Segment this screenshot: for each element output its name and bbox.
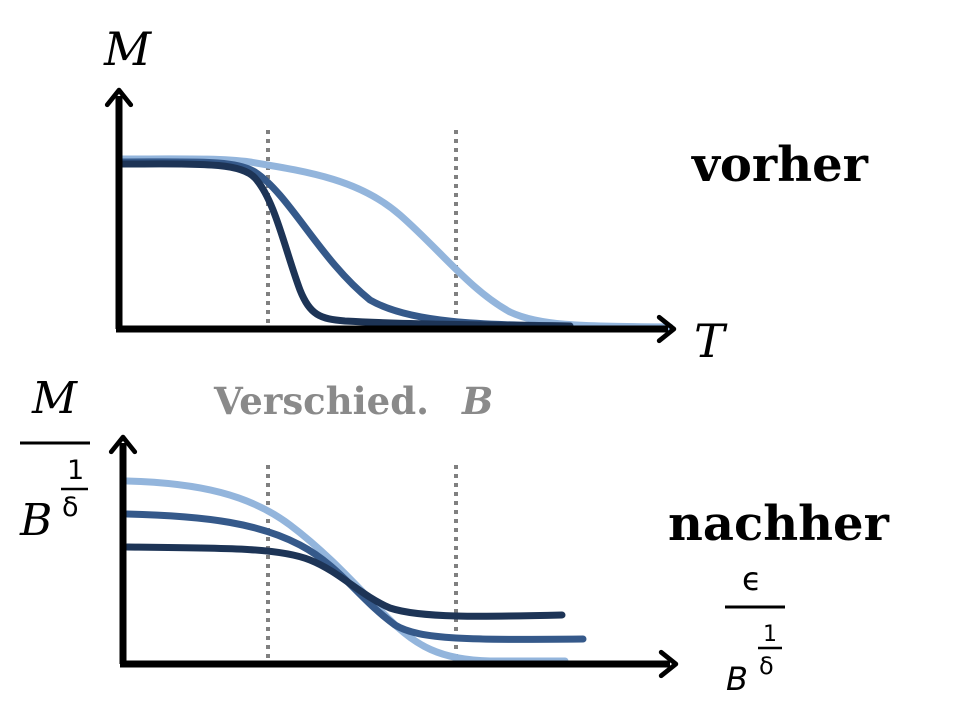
x-label-exponent-numerator: 1 (763, 622, 777, 647)
x-label-numerator: ϵ (742, 560, 762, 598)
top-panel-label: vorher (691, 137, 869, 193)
bottom-curve-dark (123, 543, 566, 620)
top-panel: M T vorher (103, 22, 869, 368)
y-label-exponent-denominator: δ (62, 492, 79, 523)
bottom-curve-light (123, 477, 569, 665)
x-label-base: B (726, 660, 748, 698)
top-y-axis-label: M (103, 22, 153, 76)
top-x-axis-label: T (694, 314, 728, 368)
varied-field-text: Verschied. (213, 379, 429, 423)
bottom-panel: M B 1 δ nachher ϵ B 1 δ (19, 373, 890, 698)
bottom-curve-mid (123, 510, 587, 643)
y-label-numerator: M (31, 373, 78, 424)
top-curve-light (115, 155, 674, 331)
x-label-exponent-denominator: δ (759, 652, 774, 680)
bottom-panel-label: nachher (668, 496, 890, 552)
varied-field-symbol: B (461, 379, 493, 423)
y-label-base: B (19, 495, 52, 546)
top-curve-dark (115, 160, 574, 330)
middle-note: Verschied. B (213, 379, 493, 423)
y-label-exponent-numerator: 1 (67, 455, 84, 486)
bottom-y-axis-label: M B 1 δ (19, 373, 90, 546)
bottom-x-axis-label: ϵ B 1 δ (725, 560, 785, 698)
